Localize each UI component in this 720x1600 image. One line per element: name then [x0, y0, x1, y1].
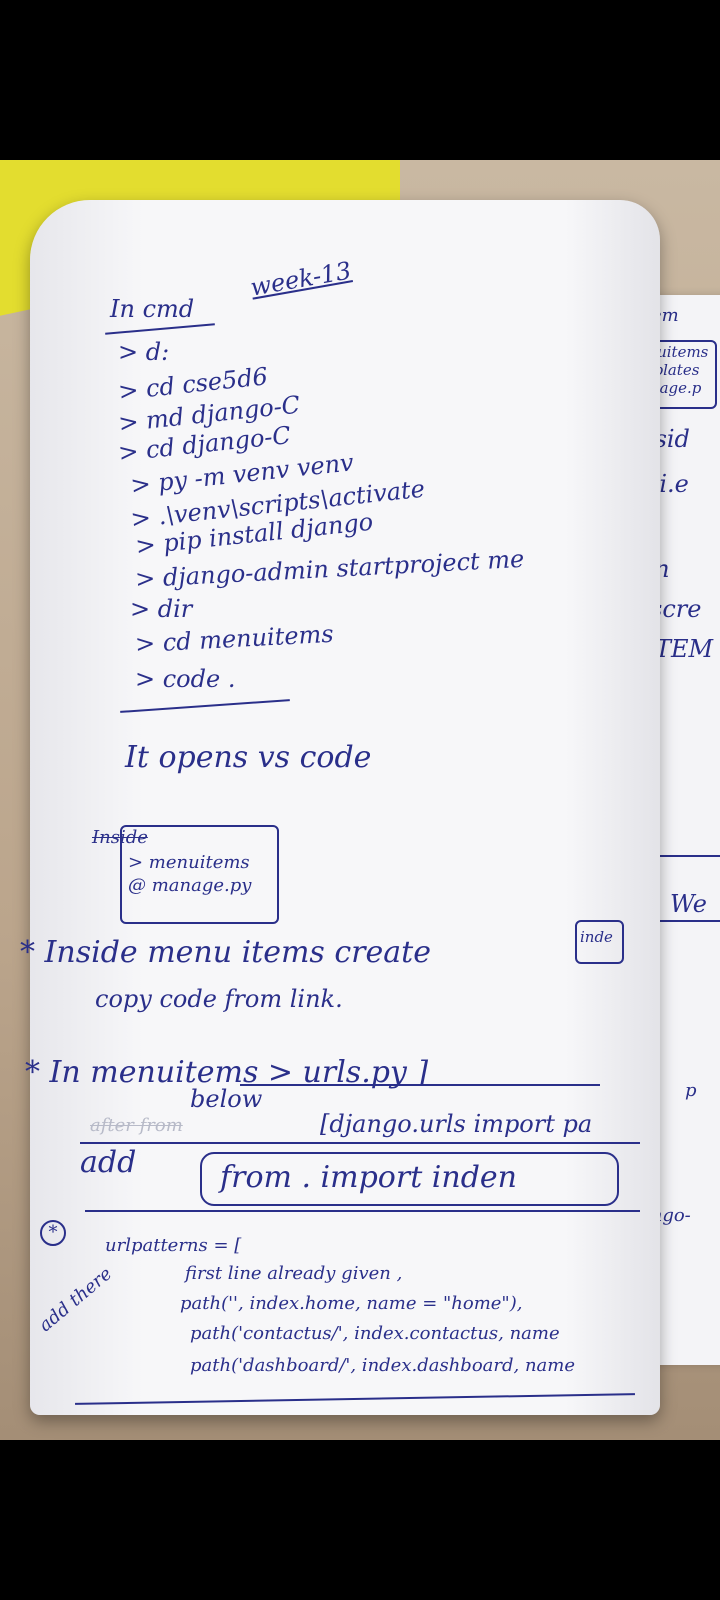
- page-shading: [30, 200, 660, 1415]
- note-urls-below: below: [190, 1085, 263, 1113]
- opens-vs-code-note: It opens vs code: [125, 740, 372, 775]
- cmd-line-11: > code .: [135, 665, 236, 693]
- cmd-line-1: > d:: [118, 338, 170, 366]
- urlpatterns-first-line: first line already given ,: [185, 1263, 403, 1284]
- right-rule-1: [640, 855, 720, 857]
- url-path-3: path('dashboard/', index.dashboard, name: [190, 1355, 575, 1376]
- right-line-9: TEM: [655, 635, 714, 663]
- note-urls-import-line: [django.urls import pa: [320, 1110, 593, 1138]
- note-inside-line-2: copy code from link.: [95, 985, 343, 1013]
- inside-item-menuitems: > menuitems: [128, 852, 250, 873]
- inside-item-manage: @ manage.py: [128, 875, 252, 896]
- urlpatterns-header: urlpatterns = [: [105, 1235, 242, 1256]
- note-inside-line-1: * Inside menu items create: [20, 935, 431, 970]
- add-code: from . import inden: [220, 1160, 517, 1195]
- notebook-page: In cmd week-13 > d: > cd cse5d6 > md dja…: [20, 200, 660, 1415]
- note-urls-after-from: after from: [90, 1115, 183, 1136]
- import-underline: [80, 1142, 640, 1144]
- note-inside-tag: inde: [580, 928, 613, 946]
- right-line-10: We: [670, 890, 707, 918]
- right-rule-2: [660, 920, 720, 922]
- right-line-11: p: [685, 1080, 697, 1101]
- inside-box: [120, 825, 279, 924]
- urls-underline: [240, 1084, 600, 1086]
- add-code-box: [200, 1152, 619, 1206]
- add-label: add: [80, 1145, 137, 1180]
- add-underline: [85, 1210, 640, 1212]
- photo: ✿ create tem > menuitems > templates @ m…: [0, 160, 720, 1440]
- inside-box-title: Inside: [92, 827, 148, 848]
- heading-in-cmd: In cmd: [110, 295, 195, 323]
- url-path-1: path('', index.home, name = "home"),: [180, 1293, 523, 1314]
- cmd-line-9: > dir: [130, 595, 193, 623]
- url-path-2: path('contactus/', index.contactus, name: [190, 1323, 560, 1344]
- asterisk-circle-icon: *: [40, 1220, 66, 1246]
- note-inside-tag-box: [575, 920, 624, 964]
